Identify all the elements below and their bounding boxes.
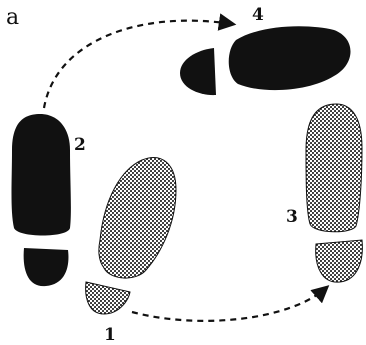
footprint-2-sole: [12, 114, 71, 236]
step-label-2: 2: [74, 135, 86, 155]
arrow-1-to-3: [132, 288, 326, 321]
footprint-4: [180, 26, 351, 95]
footprint-1-sole: [99, 158, 176, 279]
footprint-3-sole: [306, 104, 362, 232]
footprint-3-heel: [316, 240, 363, 282]
footprint-4-heel: [180, 48, 216, 95]
footprint-4-sole: [229, 26, 351, 90]
step-label-4: 4: [252, 5, 264, 25]
footprint-3: [306, 104, 362, 282]
step-label-3: 3: [286, 207, 298, 227]
footprint-1: [86, 158, 176, 314]
panel-label: a: [6, 5, 19, 30]
footprint-2: [12, 114, 71, 286]
step-label-1: 1: [104, 325, 116, 345]
footprint-2-heel: [24, 248, 69, 286]
footprint-1-heel: [86, 282, 130, 314]
